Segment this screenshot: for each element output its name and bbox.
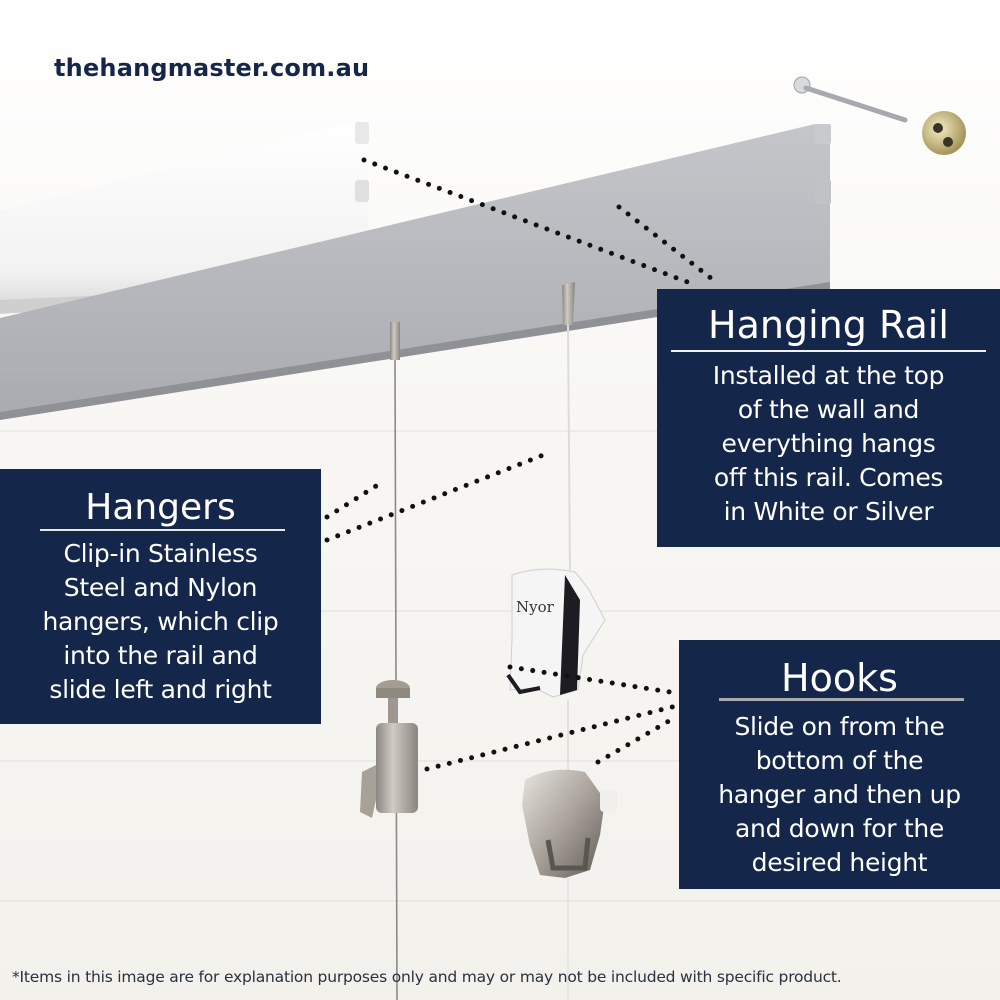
svg-text:Nyor: Nyor [516, 598, 555, 616]
callout-hanging-rail: Hanging Rail Installed at the top of the… [657, 289, 1000, 547]
wall-texture [0, 760, 1000, 762]
leader-lines [324, 157, 719, 772]
wall-texture [0, 900, 1000, 902]
cylinder-hook [360, 680, 418, 818]
white-hook: Nyor [506, 568, 606, 698]
wall-texture [0, 430, 1000, 432]
callout-body: Slide on from the bottom of the hanger a… [718, 712, 961, 877]
divider [671, 350, 986, 352]
screw [793, 76, 908, 123]
callout-hangers: Hangers Clip-in Stainless Steel and Nylo… [0, 469, 321, 724]
wall-plug [922, 111, 966, 155]
steel-hook [522, 769, 618, 1000]
wall-texture [0, 610, 1000, 612]
callout-body: Installed at the top of the wall and eve… [712, 361, 945, 526]
silver-rail [0, 124, 831, 420]
callout-title: Hanging Rail [708, 303, 949, 347]
callout-body: Clip-in Stainless Steel and Nylon hanger… [42, 539, 279, 704]
footer-disclaimer: *Items in this image are for explanation… [12, 968, 842, 986]
callout-hooks: Hooks Slide on from the bottom of the ha… [679, 640, 1000, 889]
callout-title: Hooks [781, 656, 898, 700]
callout-title: Hangers [85, 487, 236, 528]
divider [719, 698, 964, 701]
steel-hanger [390, 322, 400, 1000]
divider [40, 529, 285, 531]
brand-site-name: thehangmaster.com.au [54, 54, 370, 82]
nylon-hanger [562, 282, 575, 770]
